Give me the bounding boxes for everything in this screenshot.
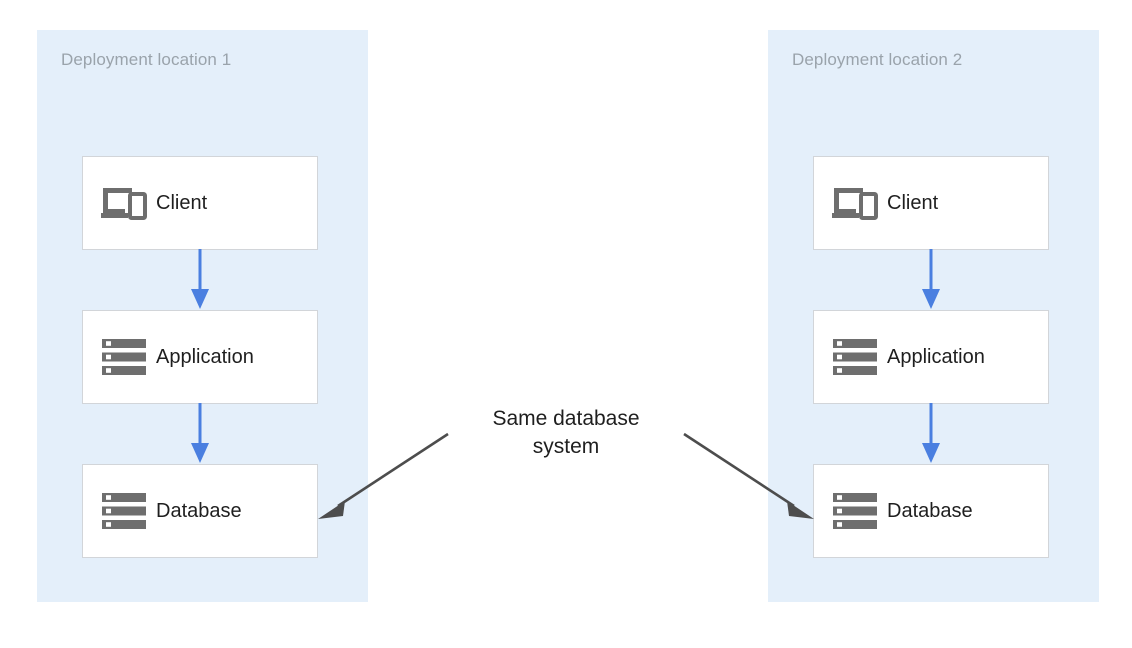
callout-arrow-to-database-1 bbox=[300, 424, 468, 532]
deployment-location-1-client-label: Client bbox=[156, 191, 208, 214]
same-database-system-annotation: Same database system bbox=[456, 405, 676, 461]
server-icon bbox=[829, 493, 881, 529]
deployment-location-2-client-node[interactable]: Client bbox=[813, 156, 1049, 250]
annotation-line-1: Same database bbox=[492, 407, 640, 430]
server-icon bbox=[829, 339, 881, 375]
deployment-location-1-database-label: Database bbox=[156, 499, 242, 522]
deployment-location-1-panel: Deployment location 1 Client bbox=[37, 30, 368, 602]
devices-icon bbox=[98, 186, 150, 220]
deployment-location-2-database-label: Database bbox=[887, 499, 973, 522]
connector-client-to-application bbox=[920, 249, 942, 311]
connector-application-to-database bbox=[189, 403, 211, 465]
deployment-location-2-panel: Deployment location 2 Client bbox=[768, 30, 1099, 602]
deployment-location-1-client-node[interactable]: Client bbox=[82, 156, 318, 250]
deployment-location-2-application-label: Application bbox=[887, 345, 985, 368]
deployment-location-2-application-node[interactable]: Application bbox=[813, 310, 1049, 404]
server-icon bbox=[98, 339, 150, 375]
deployment-location-1-application-node[interactable]: Application bbox=[82, 310, 318, 404]
devices-icon bbox=[829, 186, 881, 220]
deployment-location-1-database-node[interactable]: Database bbox=[82, 464, 318, 558]
deployment-location-1-application-label: Application bbox=[156, 345, 254, 368]
connector-client-to-application bbox=[189, 249, 211, 311]
deployment-location-2-client-label: Client bbox=[887, 191, 939, 214]
server-icon bbox=[98, 493, 150, 529]
connector-application-to-database bbox=[920, 403, 942, 465]
callout-arrow-to-database-2 bbox=[664, 424, 832, 532]
deployment-location-2-title: Deployment location 2 bbox=[792, 50, 963, 69]
annotation-line-2: system bbox=[532, 435, 600, 458]
deployment-location-1-title: Deployment location 1 bbox=[61, 50, 232, 69]
deployment-location-2-database-node[interactable]: Database bbox=[813, 464, 1049, 558]
